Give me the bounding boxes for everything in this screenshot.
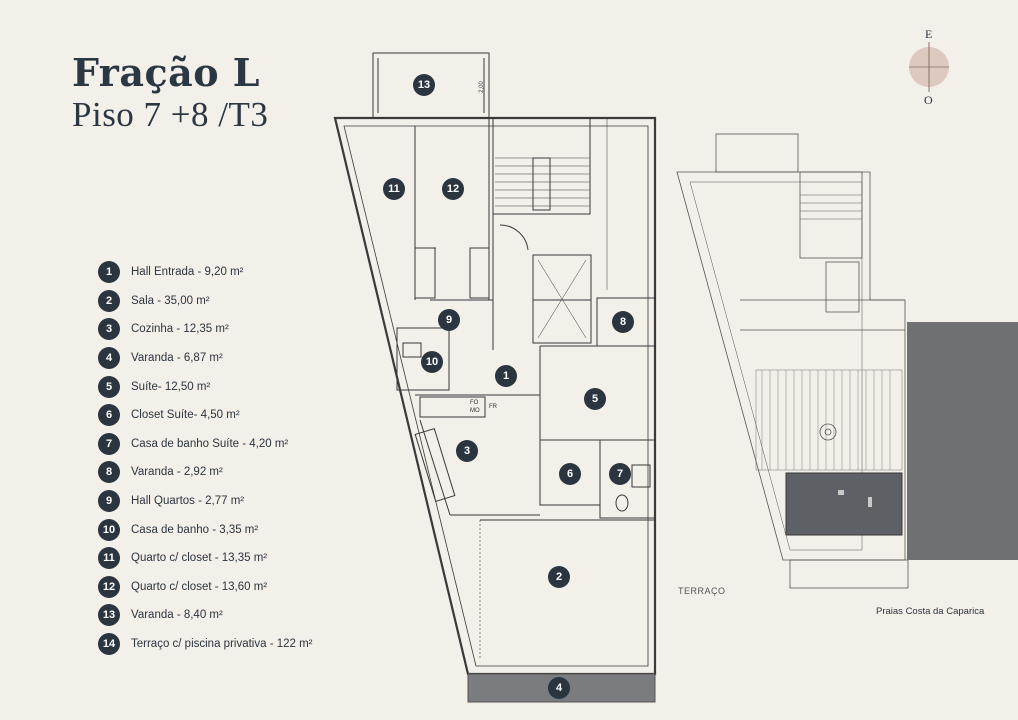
compass-north-label: E [925,27,933,41]
room-marker-12: 12 [442,178,464,200]
terrace-plan [676,133,909,589]
room-marker-6: 6 [559,463,581,485]
room-marker-8: 8 [612,311,634,333]
legend-label: Varanda - 6,87 m² [131,352,223,365]
room-marker-5: 5 [584,388,606,410]
legend-label: Hall Entrada - 9,20 m² [131,266,244,279]
legend-label: Sala - 35,00 m² [131,294,210,307]
legend-label: Cozinha - 12,35 m² [131,323,229,336]
page-subtitle: Piso 7 +8 /T3 [72,95,269,134]
dimension-label: 2,00 [478,81,485,93]
legend-item: 12 Quarto c/ closet - 13,60 m² [98,573,313,602]
room-legend: 1 Hall Entrada - 9,20 m² 2 Sala - 35,00 m²… [98,258,313,658]
legend-badge: 14 [98,633,120,656]
legend-item: 2 Sala - 35,00 m² [98,287,313,316]
legend-label: Quarto c/ closet - 13,60 m² [131,580,268,593]
legend-badge: 7 [98,432,120,455]
legend-label: Casa de banho - 3,35 m² [131,523,259,536]
room-marker-4: 4 [548,677,570,699]
legend-item: 5 Suíte- 12,50 m² [98,372,313,401]
compass-south-label: O [924,93,933,107]
appliance-label-fr: FR [489,404,497,410]
room-marker-7: 7 [609,463,631,485]
legend-item: 1 Hall Entrada - 9,20 m² [98,258,313,287]
legend-badge: 13 [98,604,120,627]
terrace-gray-block [907,322,1018,560]
room-marker-10: 10 [421,351,443,373]
page-title: Fração L [72,50,261,95]
legend-label: Terraço c/ piscina privativa - 122 m² [131,638,313,651]
private-pool [785,472,903,536]
legend-label: Quarto c/ closet - 13,35 m² [131,552,268,565]
legend-label: Varanda - 2,92 m² [131,466,223,479]
legend-item: 11 Quarto c/ closet - 13,35 m² [98,544,313,573]
legend-item: 14 Terraço c/ piscina privativa - 122 m² [98,630,313,659]
terrace-label: TERRAÇO [678,586,726,596]
compass-icon [909,42,949,92]
location-caption: Praias Costa da Caparica [876,606,985,617]
legend-badge: 11 [98,547,120,570]
legend-label: Closet Suíte- 4,50 m² [131,409,240,422]
legend-badge: 3 [98,318,120,341]
balcony-13 [372,52,490,119]
legend-item: 13 Varanda - 8,40 m² [98,601,313,630]
legend-item: 3 Cozinha - 12,35 m² [98,315,313,344]
room-marker-13: 13 [413,74,435,96]
legend-badge: 2 [98,289,120,312]
legend-badge: 1 [98,261,120,284]
legend-item: 8 Varanda - 2,92 m² [98,458,313,487]
legend-label: Suíte- 12,50 m² [131,380,211,393]
legend-badge: 4 [98,347,120,370]
legend-item: 9 Hall Quartos - 2,77 m² [98,487,313,516]
room-marker-3: 3 [456,440,478,462]
legend-badge: 10 [98,518,120,541]
legend-label: Casa de banho Suíte - 4,20 m² [131,437,289,450]
legend-item: 4 Varanda - 6,87 m² [98,344,313,373]
room-marker-11: 11 [383,178,405,200]
appliance-label-mo: MO [470,408,480,414]
legend-item: 10 Casa de banho - 3,35 m² [98,515,313,544]
room-marker-1: 1 [495,365,517,387]
legend-badge: 12 [98,575,120,598]
legend-item: 6 Closet Suíte- 4,50 m² [98,401,313,430]
legend-item: 7 Casa de banho Suíte - 4,20 m² [98,430,313,459]
legend-label: Varanda - 8,40 m² [131,609,223,622]
legend-badge: 5 [98,375,120,398]
legend-badge: 6 [98,404,120,427]
legend-badge: 9 [98,490,120,513]
room-marker-9: 9 [438,309,460,331]
appliance-label-fo: FO [470,400,479,406]
legend-badge: 8 [98,461,120,484]
legend-label: Hall Quartos - 2,77 m² [131,495,245,508]
room-marker-2: 2 [548,566,570,588]
